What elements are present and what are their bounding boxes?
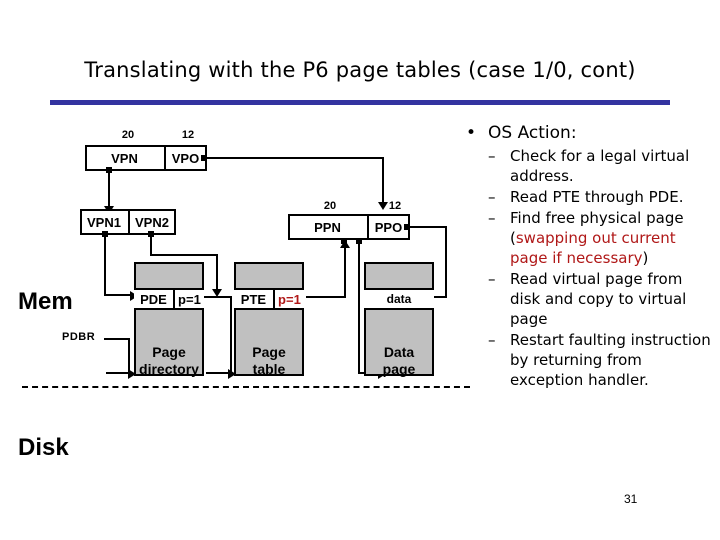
wire-ppo-left xyxy=(426,296,447,298)
list-item-text: Read PTE through PDE. xyxy=(510,188,684,206)
wire-ppo-right xyxy=(407,226,447,228)
pte-flag: p=1 xyxy=(272,290,304,308)
pte-entry-row: PTE p=1 xyxy=(234,288,304,310)
page-directory-block: PDE p=1 xyxy=(134,262,204,376)
va-vpo-field: VPO xyxy=(171,150,200,166)
physical-address-box xyxy=(288,214,410,240)
wire-pde-down xyxy=(230,296,232,372)
list-item-text-highlight: swapping out current page if necessary xyxy=(510,229,676,267)
wire-vpn2-right xyxy=(150,254,218,256)
pde-flag: p=1 xyxy=(172,290,204,308)
bullet-heading-text: OS Action: xyxy=(488,123,577,143)
os-action-sublist: – Check for a legal virtual address. – R… xyxy=(462,146,712,390)
pte-label: PTE xyxy=(240,291,267,307)
data-entry-row: data xyxy=(364,288,434,310)
wire-vpn2-down2 xyxy=(216,254,218,292)
page-table-block: PTE p=1 xyxy=(234,262,304,376)
memory-disk-divider xyxy=(22,386,470,388)
data-label: data xyxy=(386,292,412,306)
page-table-caption: Page table xyxy=(252,344,286,377)
os-action-list: • OS Action: – Check for a legal virtual… xyxy=(462,122,712,391)
pa-ppo-field: PPO xyxy=(374,219,403,235)
pde-label: PDE xyxy=(140,291,167,307)
dash-marker-icon: – xyxy=(488,270,496,288)
page-number: 31 xyxy=(624,492,638,506)
vpn1-field: VPN1 xyxy=(87,214,121,230)
arrowhead-pdbr-to-pagedir xyxy=(128,369,136,379)
va-vpn-field: VPN xyxy=(111,150,138,166)
title-underline-rule xyxy=(50,100,670,105)
wire-ppo-down xyxy=(445,226,447,298)
wire-vpo-right xyxy=(204,157,384,159)
pa-ppn-field: PPN xyxy=(314,219,341,235)
arrowhead-vpo-to-ppo xyxy=(378,202,388,210)
data-page-block: data xyxy=(364,262,434,376)
va-bits-left: 20 xyxy=(121,129,135,141)
wire-ppn-down xyxy=(358,241,360,374)
wire-vpn1-right xyxy=(104,294,132,296)
pdbr-label: PDBR xyxy=(62,331,96,343)
wire-vpo-down xyxy=(382,157,384,205)
bullet-marker-icon: • xyxy=(466,123,477,143)
va-field-divider xyxy=(164,145,166,171)
wire-vpn1-down xyxy=(104,234,106,296)
page-title: Translating with the P6 page tables (cas… xyxy=(84,58,636,82)
list-item: – Check for a legal virtual address. xyxy=(462,146,712,186)
bullet-heading: • OS Action: xyxy=(462,122,712,144)
wire-pde-to-pt-bottom xyxy=(206,372,230,374)
wire-vpn2-down xyxy=(150,234,152,256)
wire-vpn-to-split xyxy=(108,170,110,209)
list-item-text: Read virtual page from disk and copy to … xyxy=(510,270,687,328)
dash-marker-icon: – xyxy=(488,188,496,206)
virtual-address-box xyxy=(85,145,207,171)
disk-label: Disk xyxy=(18,434,69,461)
data-page-caption: Data page xyxy=(382,344,416,377)
list-item-text: Check for a legal virtual address. xyxy=(510,147,690,185)
list-item: – Read PTE through PDE. xyxy=(462,187,712,207)
dash-marker-icon: – xyxy=(488,209,496,227)
wire-pdbr-right xyxy=(104,338,130,340)
list-item-text: Restart faulting instruction by returnin… xyxy=(510,331,711,389)
list-item: – Restart faulting instruction by return… xyxy=(462,330,712,390)
wire-pde-right xyxy=(204,296,232,298)
pa-bits-right: 12 xyxy=(388,200,402,212)
arrowhead-pte-to-ppn xyxy=(340,240,350,248)
wire-pdbr-down xyxy=(128,338,130,374)
list-item-text-before: Find free physical page ( xyxy=(510,209,684,247)
pa-bits-left: 20 xyxy=(323,200,337,212)
pa-field-divider xyxy=(367,214,369,240)
wire-pdbr-to-pd-bottom xyxy=(106,372,130,374)
vpn2-field: VPN2 xyxy=(135,214,169,230)
wire-pte-up-to-ppn xyxy=(344,246,346,298)
dash-marker-icon: – xyxy=(488,147,496,165)
list-item: – Read virtual page from disk and copy t… xyxy=(462,269,712,329)
va-bits-right: 12 xyxy=(181,129,195,141)
dash-marker-icon: – xyxy=(488,331,496,349)
wire-pte-right xyxy=(306,296,346,298)
arrowhead-pde-to-pagetable xyxy=(228,369,236,379)
vpn-split-divider xyxy=(128,209,130,235)
list-item-text-after: ) xyxy=(642,249,649,267)
list-item: – Find free physical page (swapping out … xyxy=(462,208,712,268)
page-directory-caption: Page directory xyxy=(139,344,199,377)
arrowhead-vpn2-down xyxy=(212,289,222,297)
pde-entry-row: PDE p=1 xyxy=(134,288,204,310)
mem-label: Mem xyxy=(18,288,73,315)
